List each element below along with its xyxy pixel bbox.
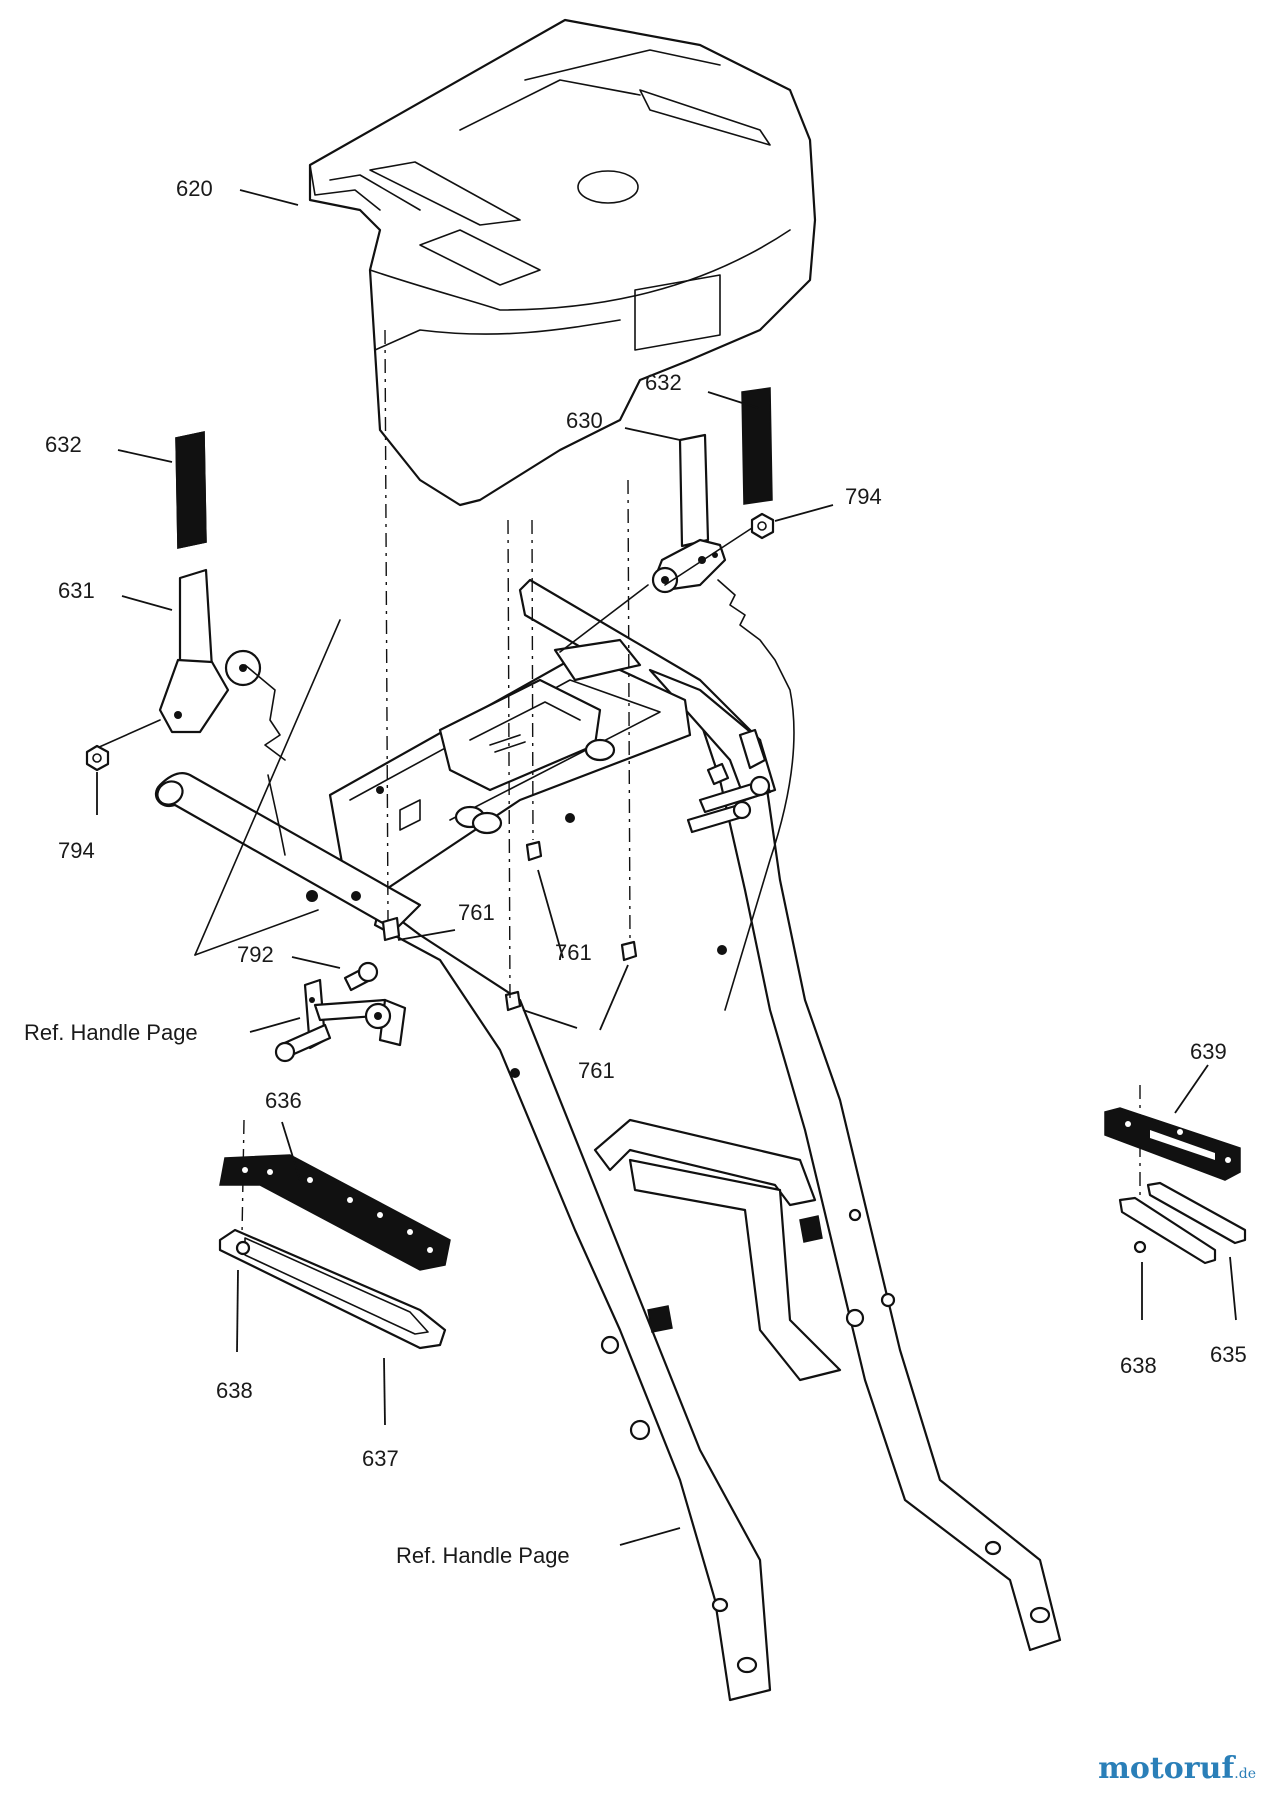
panel-639 — [1104, 1107, 1241, 1181]
label-635: 635 — [1210, 1342, 1247, 1367]
label-638-right: 638 — [1120, 1353, 1157, 1378]
panel-636 — [219, 1154, 451, 1271]
label-761-b: 761 — [555, 940, 592, 965]
bolt-792 — [343, 961, 379, 992]
label-794-right: 794 — [845, 484, 882, 509]
label-761-c: 761 — [578, 1058, 615, 1083]
label-638-left: 638 — [216, 1378, 253, 1403]
watermark-logo: motoruf.de — [1098, 1751, 1256, 1786]
label-632-left: 632 — [45, 432, 82, 457]
shroud-620 — [308, 18, 817, 507]
gasket-635 — [1118, 1181, 1247, 1265]
control-panel-bracket — [328, 578, 777, 902]
bolts-761 — [381, 840, 638, 1012]
handle-frame — [373, 718, 1062, 1702]
watermark-tld: .de — [1234, 1766, 1256, 1782]
watermark-brand: motoruf — [1098, 1751, 1235, 1786]
label-761-a: 761 — [458, 900, 495, 925]
label-637: 637 — [362, 1446, 399, 1471]
left-handle-tube — [154, 771, 422, 932]
leader-lines — [96, 189, 1237, 1546]
label-792: 792 — [237, 942, 274, 967]
label-ref-handle-page-2: Ref. Handle Page — [396, 1543, 570, 1568]
callout-labels: 620 632 632 630 631 794 794 792 761 761 … — [24, 176, 1247, 1568]
label-630: 630 — [566, 408, 603, 433]
label-639: 639 — [1190, 1039, 1227, 1064]
label-631: 631 — [58, 578, 95, 603]
label-632-right: 632 — [645, 370, 682, 395]
gasket-637 — [218, 1228, 447, 1350]
pivot-bracket-left — [274, 978, 407, 1063]
label-ref-handle-page-1: Ref. Handle Page — [24, 1020, 198, 1045]
label-620: 620 — [176, 176, 213, 201]
label-636: 636 — [265, 1088, 302, 1113]
decal-632-left — [175, 431, 207, 549]
assembly-centerlines — [194, 329, 1141, 1236]
right-lever-630 — [651, 387, 795, 1011]
label-794-left: 794 — [58, 838, 95, 863]
